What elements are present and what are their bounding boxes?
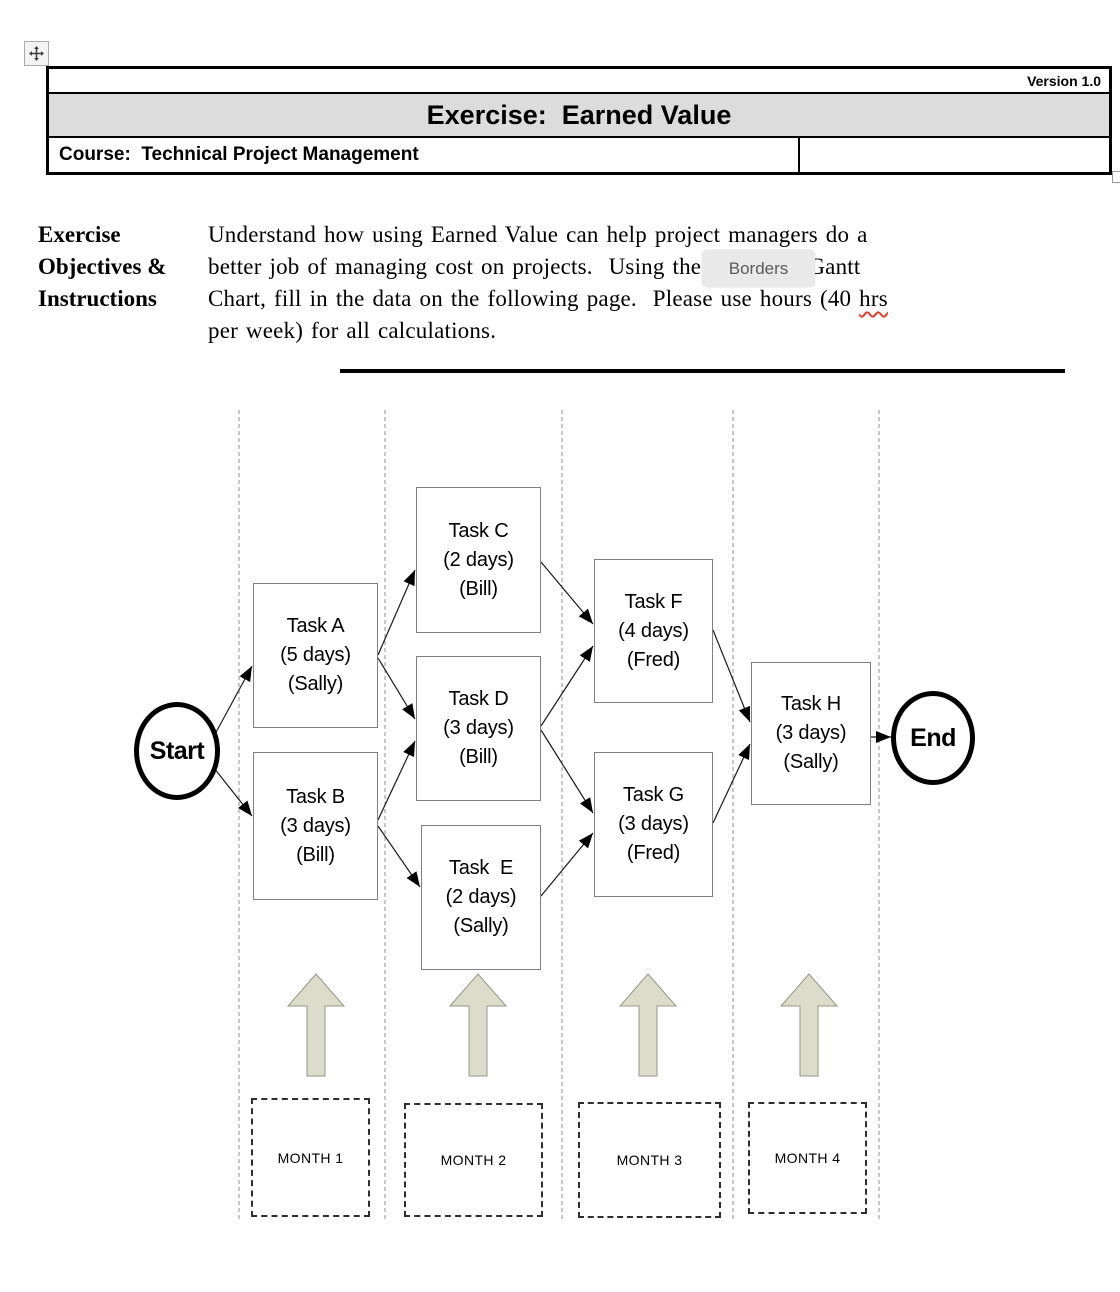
task-node-line: (Bill) — [459, 746, 498, 768]
month-box-1[interactable]: MONTH 1 — [251, 1098, 370, 1217]
task-node-line: (Bill) — [459, 577, 498, 600]
version-text: Version 1.0 — [1027, 72, 1101, 89]
heading-line: Objectives & — [38, 254, 167, 279]
connector-task-d-to-task-f[interactable] — [540, 645, 594, 727]
month-label: MONTH 1 — [277, 1149, 344, 1166]
table-move-handle[interactable] — [24, 41, 49, 66]
task-node-line: (5 days) — [280, 644, 351, 666]
header-table: Version 1.0 Exercise: Earned Value Cours… — [46, 66, 1112, 175]
milestone-up-arrow-3[interactable] — [618, 973, 678, 1077]
task-node-G[interactable]: Task G (3 days) (Fred) — [594, 752, 713, 897]
diagram-top-rule — [340, 369, 1065, 373]
borders-tooltip-label: Borders — [728, 258, 789, 278]
connector-task-g-to-task-h[interactable] — [712, 743, 751, 824]
exercise-title-cell[interactable]: Exercise: Earned Value — [49, 94, 1109, 138]
connector-start-to-task-b[interactable] — [213, 767, 253, 817]
task-node-line: Task F — [624, 590, 683, 613]
task-node-line: (3 days) — [443, 717, 514, 739]
exercise-title-text: Exercise: Earned Value — [426, 99, 732, 130]
task-node-D[interactable]: Task D (3 days) (Bill) — [416, 656, 541, 801]
spellcheck-flagged-word: hrs — [859, 286, 888, 311]
task-node-line: (2 days) — [443, 548, 514, 571]
month-box-4[interactable]: MONTH 4 — [748, 1102, 867, 1214]
heading-line: Instructions — [38, 286, 157, 311]
course-cell[interactable]: Course: Technical Project Management — [49, 138, 800, 172]
course-text: Course: Technical Project Management — [59, 144, 419, 165]
start-node-label: Start — [149, 736, 205, 765]
task-node-line: (Sally) — [453, 915, 509, 937]
task-node-C[interactable]: Task C (2 days) (Bill) — [416, 487, 541, 633]
task-node-A[interactable]: Task A (5 days) (Sally) — [253, 583, 378, 728]
connector-task-b-to-task-e[interactable] — [377, 825, 421, 888]
task-node-line: (Fred) — [626, 648, 681, 671]
month-box-3[interactable]: MONTH 3 — [578, 1102, 721, 1218]
task-node-H[interactable]: Task H (3 days) (Sally) — [751, 662, 871, 805]
table-resize-handle[interactable] — [1112, 171, 1120, 183]
task-node-line: (Sally) — [783, 751, 839, 773]
task-node-line: (2 days) — [445, 886, 517, 908]
task-node-line: Task E — [448, 857, 514, 879]
month-label: MONTH 4 — [774, 1150, 841, 1166]
end-node[interactable]: End — [891, 691, 975, 785]
connector-task-f-to-task-h[interactable] — [712, 629, 751, 723]
connector-task-d-to-task-g[interactable] — [540, 729, 594, 814]
task-node-B[interactable]: Task B (3 days) (Bill) — [253, 752, 378, 900]
task-node-line: (Sally) — [287, 673, 344, 695]
instructions-heading[interactable]: Exercise Objectives & Instructions — [38, 219, 206, 315]
move-icon — [29, 46, 44, 61]
connector-start-to-task-a[interactable] — [213, 665, 253, 737]
task-node-line: (Bill) — [296, 843, 335, 866]
task-node-line: Task G — [622, 784, 685, 806]
task-node-F[interactable]: Task F (4 days) (Fred) — [594, 559, 713, 703]
milestone-up-arrow-4[interactable] — [779, 973, 839, 1077]
connector-task-e-to-task-g[interactable] — [540, 832, 594, 897]
borders-tooltip: Borders — [702, 250, 815, 287]
connector-task-b-to-task-d[interactable] — [377, 740, 416, 821]
month-label: MONTH 3 — [616, 1152, 683, 1168]
task-node-line: (3 days) — [280, 814, 351, 837]
course-row: Course: Technical Project Management — [49, 138, 1109, 172]
body-line: Understand how using Earned Value can he… — [208, 222, 868, 247]
body-line: per week) for all calculations. — [208, 318, 497, 343]
start-node[interactable]: Start — [134, 702, 220, 800]
task-node-line: (3 days) — [775, 722, 847, 744]
task-node-line: (Fred) — [626, 842, 681, 864]
task-node-line: (4 days) — [618, 619, 689, 642]
milestone-up-arrow-2[interactable] — [448, 973, 508, 1077]
version-cell[interactable]: Version 1.0 — [49, 69, 1109, 94]
connector-task-a-to-task-c[interactable] — [377, 569, 416, 656]
heading-line: Exercise — [38, 222, 121, 247]
task-node-line: Task C — [448, 519, 509, 542]
task-node-line: (3 days) — [618, 813, 689, 835]
task-node-line: Task H — [781, 693, 841, 715]
task-node-line: Task B — [286, 785, 345, 808]
milestone-up-arrow-1[interactable] — [286, 973, 346, 1077]
month-label: MONTH 2 — [440, 1152, 507, 1168]
task-node-line: Task D — [448, 688, 509, 710]
instructions-body[interactable]: Understand how using Earned Value can he… — [208, 219, 1008, 347]
month-box-2[interactable]: MONTH 2 — [404, 1103, 543, 1217]
body-line: Chart, fill in the data on the following… — [208, 286, 888, 311]
connector-task-c-to-task-f[interactable] — [540, 561, 594, 625]
task-node-E[interactable]: Task E (2 days) (Sally) — [421, 825, 541, 970]
connector-task-a-to-task-d[interactable] — [377, 657, 416, 720]
task-node-line: Task A — [286, 615, 345, 637]
end-node-label: End — [910, 723, 956, 752]
